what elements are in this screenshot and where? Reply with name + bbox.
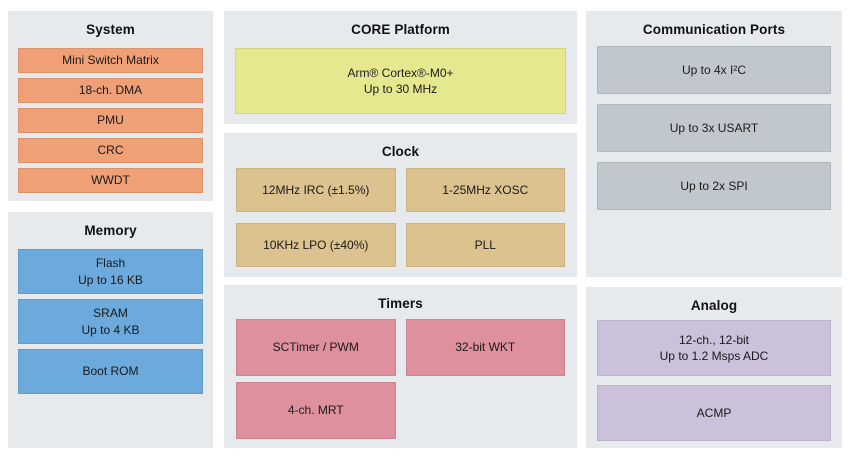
memory-blocks: Flash Up to 16 KB SRAM Up to 4 KB Boot R…: [8, 238, 213, 394]
usart-block: Up to 3x USART: [597, 104, 831, 152]
mrt-block: 4-ch. MRT: [236, 382, 396, 439]
block-label: Flash: [95, 256, 126, 271]
block-label: SCTimer / PWM: [272, 340, 359, 355]
system-panel-title: System: [86, 22, 135, 37]
block-label: SRAM: [93, 306, 128, 321]
block-label: PMU: [97, 113, 124, 128]
clock-panel: Clock 12MHz IRC (±1.5%) 1-25MHz XOSC 10K…: [224, 133, 577, 277]
clock-blocks: 12MHz IRC (±1.5%) 1-25MHz XOSC 10KHz LPO…: [224, 159, 577, 267]
pmu-block: PMU: [18, 108, 203, 133]
block-label: Up to 2x SPI: [680, 178, 748, 193]
comm-blocks: Up to 4x I²C Up to 3x USART Up to 2x SPI: [586, 37, 842, 210]
wwdt-block: WWDT: [18, 168, 203, 193]
block-label: CRC: [97, 143, 124, 158]
core-platform-panel-title: CORE Platform: [351, 22, 450, 37]
lpo-block: 10KHz LPO (±40%): [236, 223, 396, 267]
sram-block: SRAM Up to 4 KB: [18, 299, 203, 344]
flash-block: Flash Up to 16 KB: [18, 249, 203, 294]
core-blocks: Arm® Cortex®-M0+ Up to 30 MHz: [224, 37, 577, 114]
block-label: Up to 3x USART: [669, 120, 759, 135]
cortex-m0plus-block: Arm® Cortex®-M0+ Up to 30 MHz: [235, 48, 566, 114]
block-label: Boot ROM: [82, 364, 139, 379]
spi-block: Up to 2x SPI: [597, 162, 831, 210]
memory-panel: Memory Flash Up to 16 KB SRAM Up to 4 KB…: [8, 212, 213, 448]
block-label: 10KHz LPO (±40%): [263, 237, 369, 252]
wkt-block: 32-bit WKT: [405, 319, 565, 376]
mini-switch-matrix-block: Mini Switch Matrix: [18, 48, 203, 73]
irc-block: 12MHz IRC (±1.5%): [236, 168, 396, 212]
timers-panel: Timers SCTimer / PWM 32-bit WKT 4-ch. MR…: [224, 285, 577, 448]
sctimer-pwm-block: SCTimer / PWM: [236, 319, 396, 376]
communication-ports-panel-title: Communication Ports: [642, 22, 786, 37]
block-label: ACMP: [696, 405, 732, 420]
block-sublabel: Up to 1.2 Msps ADC: [659, 349, 769, 363]
timers-panel-title: Timers: [378, 296, 423, 311]
block-label: 1-25MHz XOSC: [442, 182, 529, 197]
block-label: 18-ch. DMA: [78, 83, 143, 98]
i2c-block: Up to 4x I²C: [597, 46, 831, 94]
block-sublabel: Up to 30 MHz: [363, 82, 438, 96]
acmp-block: ACMP: [597, 385, 831, 441]
block-label: Mini Switch Matrix: [62, 53, 159, 68]
system-blocks: Mini Switch Matrix 18-ch. DMA PMU CRC WW…: [8, 37, 213, 193]
block-label: 12MHz IRC (±1.5%): [262, 182, 370, 197]
timers-blocks: SCTimer / PWM 32-bit WKT 4-ch. MRT: [224, 311, 577, 439]
analog-blocks: 12-ch., 12-bit Up to 1.2 Msps ADC ACMP: [586, 313, 842, 441]
clock-panel-title: Clock: [381, 144, 420, 159]
block-sublabel: Up to 4 KB: [81, 322, 140, 337]
crc-block: CRC: [18, 138, 203, 163]
block-label: Arm® Cortex®-M0+: [347, 65, 454, 80]
block-label: PLL: [474, 237, 496, 252]
block-label: WWDT: [91, 173, 130, 188]
analog-panel-title: Analog: [690, 298, 738, 313]
pll-block: PLL: [405, 223, 565, 267]
system-panel: System Mini Switch Matrix 18-ch. DMA PMU…: [8, 11, 213, 201]
memory-panel-title: Memory: [84, 223, 137, 238]
dma-block: 18-ch. DMA: [18, 78, 203, 103]
boot-rom-block: Boot ROM: [18, 349, 203, 394]
xosc-block: 1-25MHz XOSC: [405, 168, 565, 212]
block-label: 12-ch., 12-bit: [678, 332, 750, 347]
block-label: 32-bit WKT: [455, 340, 516, 355]
communication-ports-panel: Communication Ports Up to 4x I²C Up to 3…: [586, 11, 842, 277]
core-platform-panel: CORE Platform Arm® Cortex®-M0+ Up to 30 …: [224, 11, 577, 124]
block-sublabel: Up to 16 KB: [78, 272, 143, 287]
analog-panel: Analog 12-ch., 12-bit Up to 1.2 Msps ADC…: [586, 287, 842, 448]
block-label: 4-ch. MRT: [287, 403, 344, 418]
block-label: Up to 4x I²C: [681, 62, 747, 77]
adc-block: 12-ch., 12-bit Up to 1.2 Msps ADC: [597, 320, 831, 376]
